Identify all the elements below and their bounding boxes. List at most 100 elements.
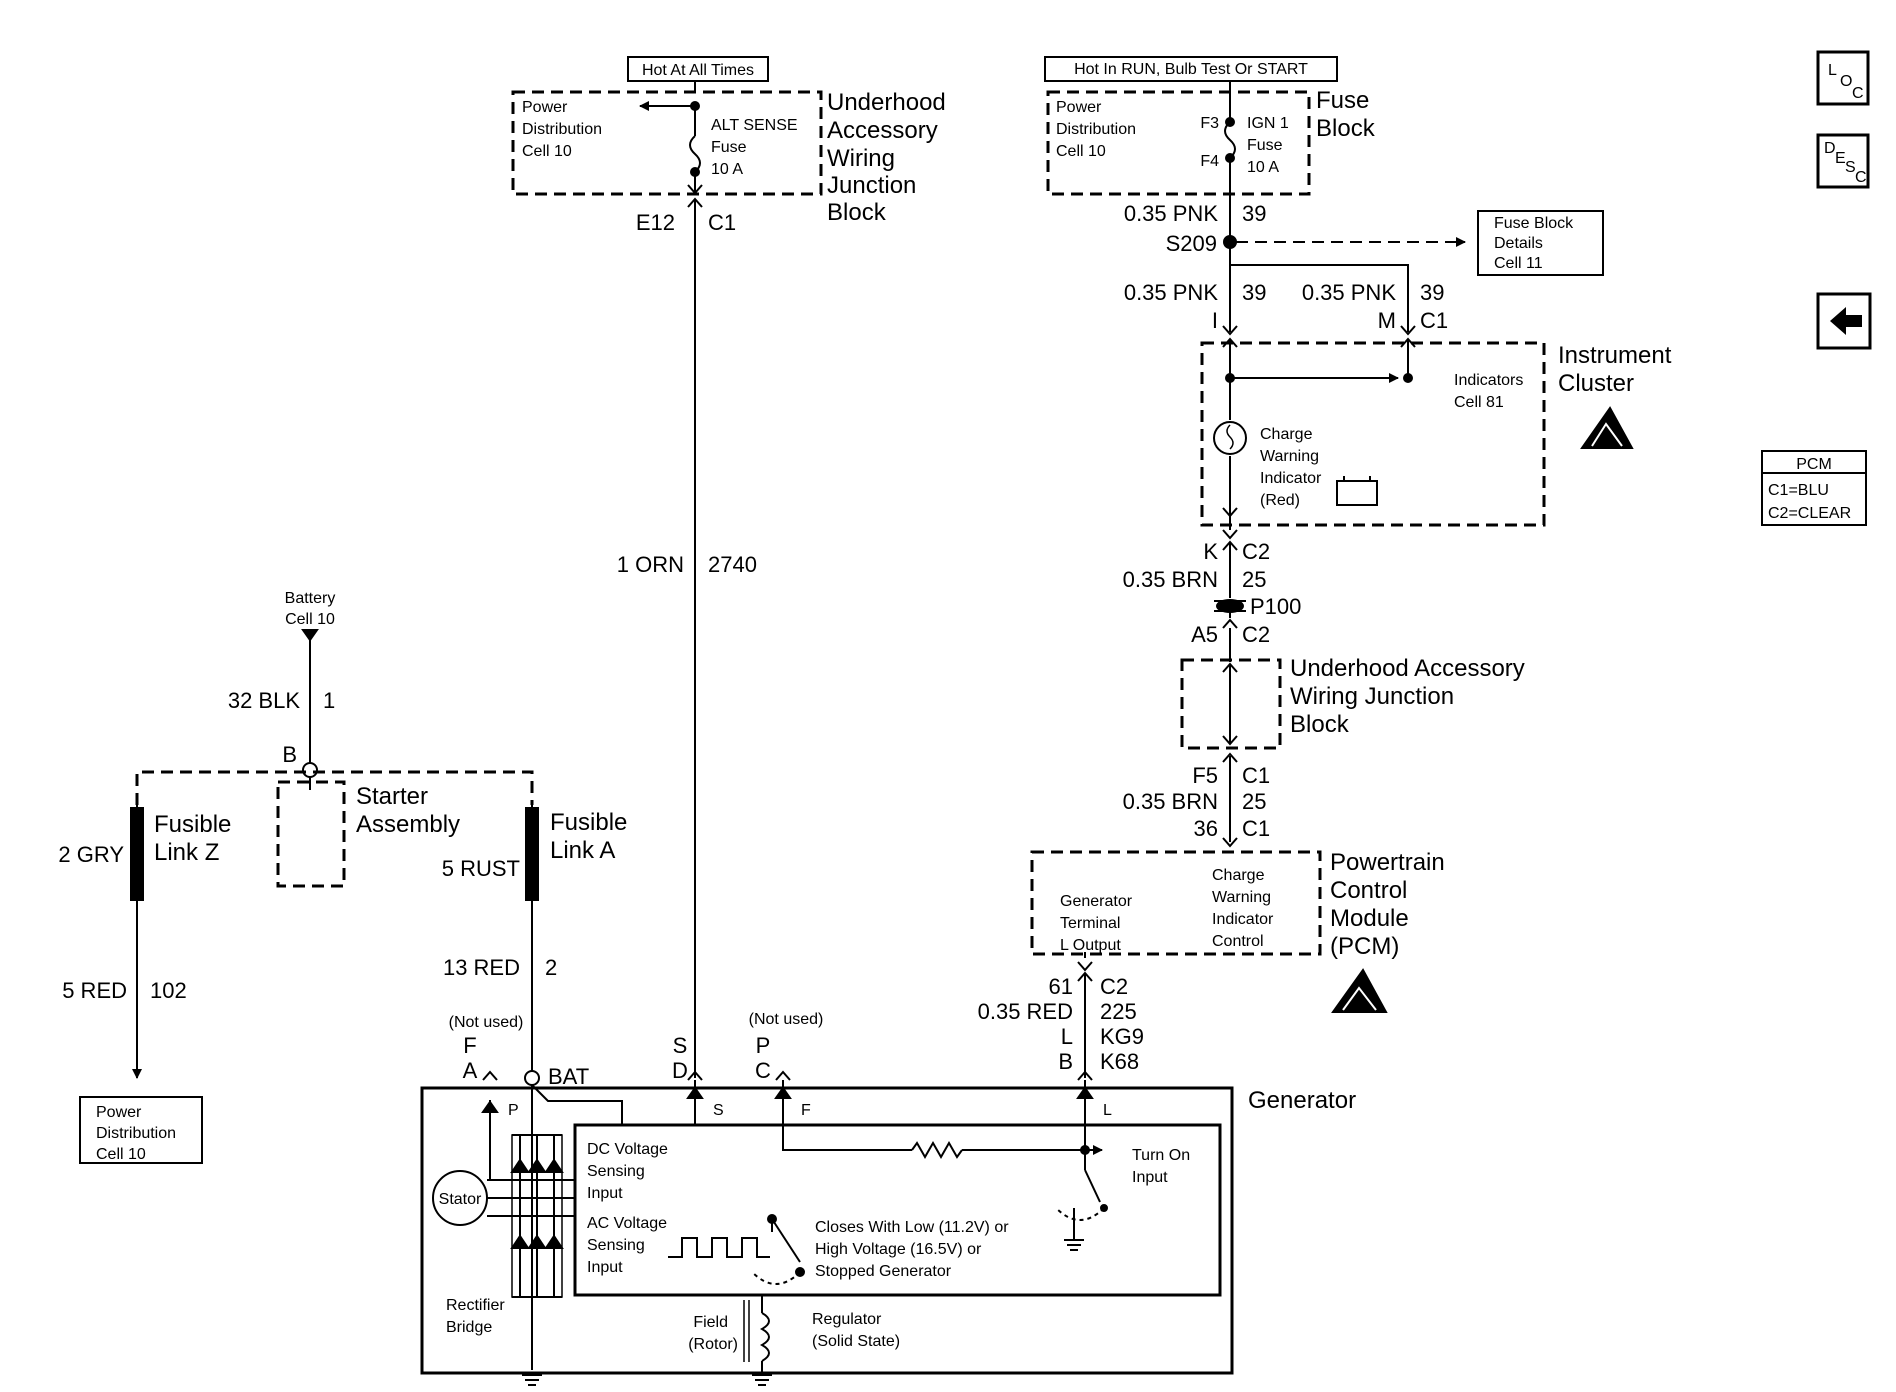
fuse-rating: 10 A [1247,159,1279,176]
pcm-label: Powertrain [1330,849,1445,876]
starter-pin-b: B [282,742,297,767]
pdc-label: Distribution [96,1125,176,1142]
fusible-link-a-label: Link A [550,837,615,864]
pcm-key-c1: C1=BLU [1768,482,1829,499]
desc-icon-letter: C [1855,169,1867,186]
stator-label: Stator [439,1191,482,1208]
terminal-letter: S [673,1033,688,1058]
indicators-label: Indicators [1454,372,1523,389]
terminal-l-b [1077,1070,1093,1081]
pcm-label: Control [1330,877,1407,904]
hot-in-run-box [1044,56,1338,82]
splice-s209 [1223,235,1237,249]
generator-internal-terminal: L [1103,1102,1112,1119]
uawjb-lower-label: Wiring Junction [1290,683,1454,710]
fuse-label: Fuse [1247,137,1283,154]
ground-symbol [1064,1239,1084,1251]
closes-label: Closes With Low (11.2V) or [815,1219,1009,1236]
pcm-connector-key-box [1761,450,1867,526]
uawjb-lower-box [1180,658,1282,750]
closes-label: Stopped Generator [815,1263,952,1280]
indicators-label: Cell 81 [1454,394,1504,411]
pcm-key-c2: C2=CLEAR [1768,505,1851,522]
terminal-s-d [687,1070,703,1081]
pin-m: M [1378,308,1396,333]
uawjb-label: Junction [827,172,916,199]
wire-color: 0.35 PNK [1124,201,1218,226]
wire-color: 0.35 BRN [1123,567,1218,592]
terminal-letter: A [463,1058,478,1083]
charge-warning-control-label: Charge [1212,867,1265,884]
battery-label: Battery [285,590,336,607]
fuse-block-details-box [1477,210,1604,276]
instrument-cluster-box [1200,341,1546,527]
turn-on-label: Input [1132,1169,1168,1186]
p100-label: P100 [1250,594,1301,619]
fuse-f4: F4 [1200,153,1219,170]
pdc-label: Cell 10 [96,1146,146,1163]
generator-terminal-label: Terminal [1060,915,1120,932]
esd-warning-icon [1331,968,1388,1013]
circuit-number: 225 [1100,999,1137,1024]
turn-on-switch [1084,1169,1101,1203]
fuse-block-label: Block [1316,115,1376,142]
ground-symbol [752,1374,772,1386]
regulator-label: Regulator [812,1311,882,1328]
regulator-switch [771,1218,801,1263]
fuse-block-box [1046,90,1311,196]
pin-f5: F5 [1192,763,1218,788]
fuse-block-details-label: Details [1494,235,1543,252]
pcm-label: Module [1330,905,1409,932]
dc-sensing-label: Input [587,1185,623,1202]
esd-warning-icon [1580,406,1634,449]
starter-label: Assembly [356,811,460,838]
wire-color: 0.35 PNK [1302,280,1396,305]
fusible-link-z [130,807,144,901]
pin-b: B [1058,1049,1073,1074]
circuit-number: 39 [1420,280,1444,305]
terminal-letter: F [463,1033,476,1058]
generator-box [420,1086,1234,1375]
alt-sense-label: ALT SENSE [711,117,798,134]
loc-icon[interactable] [1816,50,1870,106]
pdc-label: Power [1056,99,1102,116]
pdc-label: Cell 10 [522,143,572,160]
closes-label: High Voltage (16.5V) or [815,1241,982,1258]
ac-waveform [668,1237,770,1258]
rectifier-label: Bridge [446,1319,492,1336]
connector-c1: C1 [1242,763,1270,788]
terminal-letter: D [672,1058,688,1083]
connector-c2: C2 [1100,974,1128,999]
starter-assembly-box [276,780,346,888]
charge-warning-control-label: Warning [1212,889,1271,906]
field-rotor-coil [759,1312,770,1362]
pin-l: L [1061,1024,1073,1049]
dc-sensing-label: DC Voltage [587,1141,668,1158]
pin-61: 61 [1049,974,1073,999]
battery-symbol [1336,480,1378,506]
uawjb-label: Underhood [827,89,946,116]
not-used-label: (Not used) [449,1014,524,1031]
desc-icon-letter: E [1835,150,1846,167]
bat-label: BAT [548,1064,589,1089]
charge-warning-label: Indicator [1260,470,1322,487]
pdc-label: Distribution [522,121,602,138]
back-button[interactable] [1816,292,1872,350]
generator-terminal-label: Generator [1060,893,1133,910]
not-used-label: (Not used) [749,1011,824,1028]
fusible-link-z-label: Fusible [154,811,231,838]
pin-e12: E12 [636,210,675,235]
circuit-number: 102 [150,978,187,1003]
desc-icon-letter: D [1824,140,1836,157]
charge-warning-control-label: Indicator [1212,911,1274,928]
desc-icon[interactable] [1816,133,1870,189]
dc-sensing-label: Sensing [587,1163,645,1180]
fuse-rating: 10 A [711,161,743,178]
field-label: Field [693,1314,728,1331]
starter-label: Starter [356,783,428,810]
option-kg9: KG9 [1100,1024,1144,1049]
ign1-fuse [1224,121,1236,159]
charge-warning-bulb [1213,421,1247,455]
hot-at-all-times-label: Hot At All Times [642,62,754,79]
uawjb-label: Wiring [827,145,895,172]
